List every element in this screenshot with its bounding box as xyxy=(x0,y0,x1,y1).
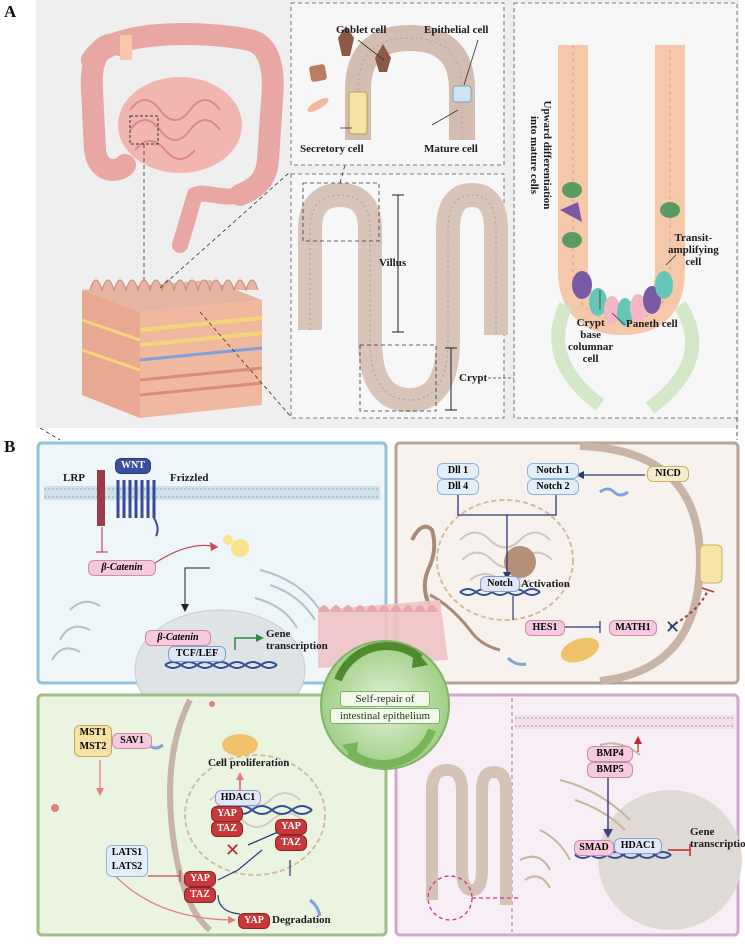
wnt-gene-transcription: Gene transcription xyxy=(266,628,328,652)
bmp-hdac1-label: HDAC1 xyxy=(614,838,662,854)
block-x-icon: ✕ xyxy=(665,617,680,638)
notch-label: Notch xyxy=(480,576,520,592)
bmp4-label: BMP4 xyxy=(587,746,633,762)
cell-proliferation-label: Cell proliferation xyxy=(208,757,290,769)
mst-box: MST1 MST2 xyxy=(74,725,112,757)
beta-catenin-nucleus: β-Catenin xyxy=(145,630,211,646)
epithelial-cell-label: Epithelial cell xyxy=(424,24,489,36)
tissue-block xyxy=(81,279,263,418)
self-repair-center xyxy=(318,600,450,770)
crypt-base-line2: base xyxy=(580,329,601,341)
transit-line3: cell xyxy=(685,256,702,268)
crypt-base-line3: columnar xyxy=(568,341,614,353)
self-repair-line2: intestinal epithelium xyxy=(330,708,440,724)
transit-amplifying-label: Transit- amplifying cell xyxy=(668,232,719,268)
crypt-detail-panel xyxy=(513,2,738,419)
lrp-label: LRP xyxy=(63,472,85,484)
crypt-base-cells xyxy=(560,182,680,326)
degradation-label: Degradation xyxy=(272,914,331,926)
secretory-cell-label: Secretory cell xyxy=(300,143,364,155)
taz-nuclear-label: TAZ xyxy=(211,821,243,837)
math1-label: MATH1 xyxy=(609,620,657,636)
wnt-label: WNT xyxy=(115,458,151,474)
mature-cell-label: Mature cell xyxy=(424,143,478,155)
mst2-label: MST2 xyxy=(79,741,107,752)
transit-line1: Transit- xyxy=(674,232,713,244)
upward-diff-line1: Upward differentiation xyxy=(541,100,553,210)
crypt-base-line1: Crypt xyxy=(576,317,605,329)
self-repair-line1: Self-repair of xyxy=(340,691,430,707)
taz-cytoplasm-label: TAZ xyxy=(275,835,307,851)
transit-line2: amplifying xyxy=(668,244,719,256)
upward-diff-line2: into mature cells xyxy=(528,115,540,194)
paneth-cell-label: Paneth cell xyxy=(626,318,678,330)
activation-label: Activation xyxy=(521,578,570,590)
mst1-label: MST1 xyxy=(79,727,107,738)
yap-nuclear-label: YAP xyxy=(211,806,243,822)
lats-box: LATS1 LATS2 xyxy=(106,845,148,877)
wnt-gene-line2: transcription xyxy=(266,640,328,652)
yap-phospho-label: YAP xyxy=(184,871,216,887)
colon-illustration xyxy=(80,23,284,253)
crypt-label: Crypt xyxy=(459,372,488,384)
wnt-gene-line1: Gene xyxy=(266,628,291,640)
crypt-base-line4: cell xyxy=(582,353,599,365)
bmp5-label: BMP5 xyxy=(587,762,633,778)
taz-phospho-label: TAZ xyxy=(184,887,216,903)
upward-differentiation-label: Upward differentiation into mature cells xyxy=(527,55,553,255)
sav1-label: SAV1 xyxy=(112,733,152,749)
notch1-label: Notch 1 xyxy=(527,463,579,479)
bmp-gene-line1: Gene xyxy=(690,826,715,838)
nicd-label: NICD xyxy=(647,466,689,482)
bmp-gene-line2: transcription xyxy=(690,838,745,850)
yap-degraded-label: YAP xyxy=(238,913,270,929)
hes1-label: HES1 xyxy=(525,620,565,636)
panel-a-label: A xyxy=(4,2,17,21)
notch2-label: Notch 2 xyxy=(527,479,579,495)
bmp-gene-transcription: Gene transcription xyxy=(690,826,745,850)
inhibition-x-icon: ✕ xyxy=(225,840,240,861)
beta-catenin-cytoplasm: β-Catenin xyxy=(88,560,156,576)
mature-cell-icon xyxy=(699,544,723,584)
smad-label: SMAD xyxy=(574,840,614,856)
dll4-label: Dll 4 xyxy=(437,479,479,495)
goblet-cell-label: Goblet cell xyxy=(336,24,387,36)
self-repair-title: Self-repair of intestinal epithelium xyxy=(330,691,440,724)
yap-cytoplasm-label: YAP xyxy=(275,819,307,835)
frizzled-receptor xyxy=(116,480,156,518)
frizzled-label: Frizzled xyxy=(170,472,209,484)
crypt-base-columnar-label: Crypt base columnar cell xyxy=(568,317,613,365)
dll1-label: Dll 1 xyxy=(437,463,479,479)
lrp-receptor xyxy=(97,470,105,526)
panel-b-label: B xyxy=(4,437,16,456)
lats1-label: LATS1 xyxy=(111,847,143,858)
lats2-label: LATS2 xyxy=(111,861,143,872)
tcf-lef-label: TCF/LEF xyxy=(168,646,226,662)
villus-label: Villus xyxy=(379,257,407,269)
hdac1-nuclear-label: HDAC1 xyxy=(215,790,261,806)
